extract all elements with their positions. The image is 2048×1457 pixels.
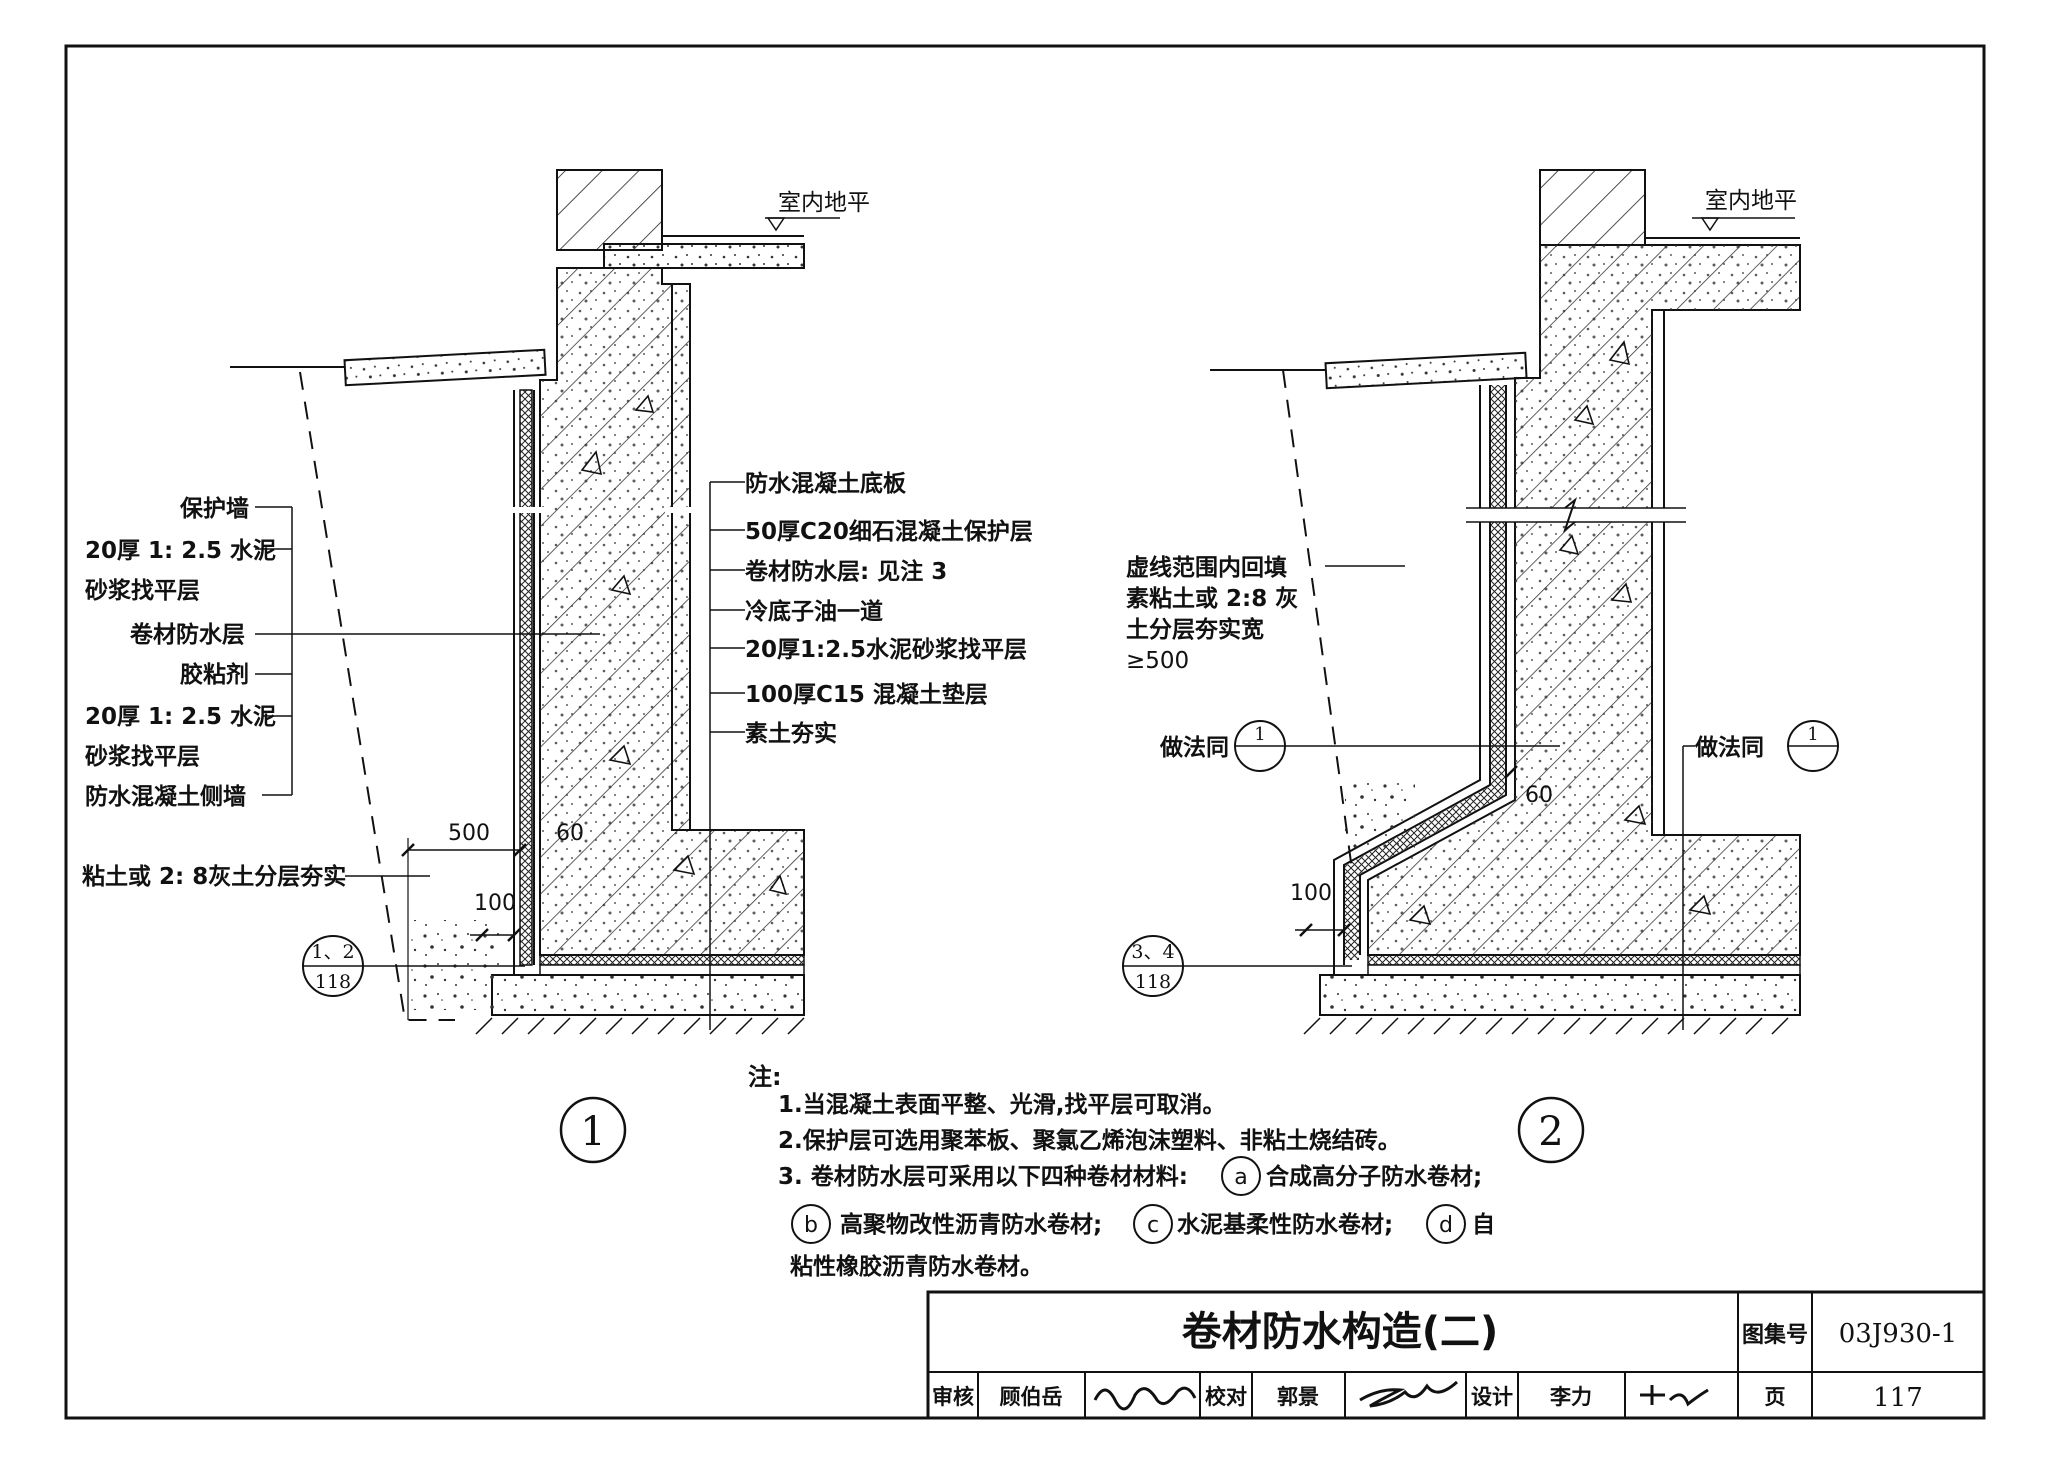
upper-wall-2 [1539,169,1646,246]
same-as-left-label: 做法同 [1159,734,1229,761]
design-label: 设计 [1471,1385,1513,1409]
marker-d [1426,1204,1466,1244]
label-leveling: 20厚1:2.5水泥砂浆找平层 [745,636,1027,663]
ref-2-top: 3、4 [1131,941,1174,963]
detail-number-circle-2 [1517,1096,1585,1164]
page-number: 117 [1873,1383,1923,1413]
ground-slab-1 [343,348,547,387]
ref-2-bottom: 118 [1135,971,1171,993]
label-membrane: 卷材防水层 [129,621,245,648]
detail-1: 室内地平 [82,169,1033,1164]
marker-b [791,1204,831,1244]
same-as-right-ref: 1 [1807,724,1818,745]
review-label: 审核 [932,1385,974,1409]
note-1: 1.当混凝土表面平整、光滑,找平层可取消。 [778,1091,1225,1118]
label-primer: 冷底子油一道 [745,598,883,625]
note-3-c: 水泥基柔性防水卷材; [1177,1211,1393,1238]
check-label: 校对 [1205,1385,1247,1409]
atlas-number: 03J930-1 [1839,1319,1957,1349]
marker-a [1221,1156,1261,1196]
detail-number-2: 2 [1538,1109,1563,1155]
label-mortar-2b: 砂浆找平层 [85,743,200,770]
floor-slab [603,243,805,269]
drawing-title: 卷材防水构造(二) [1182,1309,1499,1355]
marker-a-text: a [1234,1165,1247,1190]
upper-wall [556,169,663,251]
label-membrane-r: 卷材防水层: 见注 3 [744,558,947,585]
indoor-floor-label-1: 室内地平 [778,190,870,216]
marker-d-text: d [1439,1213,1453,1238]
label-adhesive: 胶粘剂 [180,661,249,688]
detail-number-circle-1 [559,1096,627,1164]
membrane-layer-1 [519,389,533,966]
label-backfill: 粘土或 2: 8灰土分层夯实 [82,863,346,890]
marker-b-text: b [804,1213,818,1238]
label-side-wall: 防水混凝土侧墙 [85,783,246,810]
note-3-d: 自 [1472,1211,1495,1238]
label-mortar-1b: 砂浆找平层 [85,577,200,604]
reviewer-signature [1093,1386,1197,1411]
label-mortar-2a: 20厚 1: 2.5 水泥 [85,704,276,730]
dim-100-2: 100 [1290,881,1332,906]
base-cushion-1 [491,974,805,1016]
dim-60-2: 60 [1525,783,1553,808]
dim-60-1: 60 [556,821,584,846]
same-as-left-ref: 1 [1254,724,1265,745]
backfill-note-4: ≥500 [1126,648,1189,674]
indoor-floor-label-2: 室内地平 [1705,188,1797,214]
title-block: 卷材防水构造(二) 图集号 03J930-1 审核 顾伯岳 校对 郭景 设计 李… [926,1290,1986,1420]
label-soil: 素土夯实 [745,720,837,747]
backfill-note-1: 虚线范围内回填 [1126,554,1287,581]
base-cushion-2 [1319,974,1801,1016]
same-as-right-label: 做法同 [1694,734,1764,761]
label-mortar-1a: 20厚 1: 2.5 水泥 [85,538,276,564]
notes-heading: 注: [748,1063,782,1091]
detail-2: 室内地平 虚线范围内回填 素粘土或 2:8 灰 土分层夯实宽 ≥5 [1122,169,1839,1164]
label-protect-wall: 保护墙 [179,495,249,522]
marker-c-text: c [1147,1213,1159,1238]
label-protect-layer: 50厚C20细石混凝土保护层 [745,518,1033,545]
ref-1-bottom: 118 [315,971,351,993]
backfill-note-3: 土分层夯实宽 [1126,616,1264,643]
designer-name: 李力 [1549,1385,1592,1409]
detail-number-1: 1 [580,1109,605,1155]
note-3: 3. 卷材防水层可采用以下四种卷材材料: [778,1163,1188,1190]
backfill-boundary-1 [299,371,455,1021]
dim-100-1: 100 [474,891,516,916]
backfill-boundary-2 [1282,369,1353,871]
label-bottom-slab: 防水混凝土底板 [745,470,907,497]
ground-slab-2 [1324,351,1528,390]
ref-1-top: 1、2 [311,941,354,963]
checker-signature [1359,1380,1459,1408]
page-label: 页 [1765,1385,1786,1409]
marker-c [1133,1204,1173,1244]
note-3-a: 合成高分子防水卷材; [1266,1163,1482,1190]
atlas-label: 图集号 [1742,1322,1808,1348]
dim-500: 500 [448,821,490,846]
level-marker-2 [1700,217,1720,232]
designer-signature [1640,1385,1709,1407]
note-3-cont: 粘性橡胶沥青防水卷材。 [790,1253,1043,1280]
membrane-bottom-1 [539,954,805,966]
note-2: 2.保护层可选用聚苯板、聚氯乙烯泡沫塑料、非粘土烧结砖。 [778,1127,1401,1154]
label-cushion: 100厚C15 混凝土垫层 [745,681,988,708]
reviewer-name: 顾伯岳 [1000,1385,1063,1409]
level-marker-1 [766,217,786,232]
membrane-2 [1345,385,1505,960]
note-3-b: 高聚物改性沥青防水卷材; [840,1211,1102,1238]
notes: 注: 1.当混凝土表面平整、光滑,找平层可取消。 2.保护层可选用聚苯板、聚氯乙… [748,1063,1495,1280]
backfill-note-2: 素粘土或 2:8 灰 [1126,585,1298,612]
checker-name: 郭景 [1277,1385,1319,1409]
